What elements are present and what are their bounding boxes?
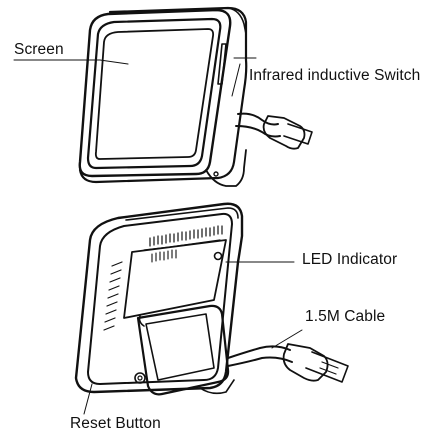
back-outer-body (74, 202, 244, 394)
kickstand (136, 304, 230, 396)
reset-button-label: Reset Button (70, 415, 161, 432)
kickstand-inner (145, 313, 215, 381)
cable-leader-line (271, 329, 303, 349)
reset-leader-line (83, 383, 93, 415)
vent-grille-second (151, 249, 177, 263)
reset-button-inner (137, 375, 143, 381)
front-small-dot (213, 171, 219, 177)
front-cable (237, 112, 279, 126)
screen-area (94, 28, 215, 160)
back-inner-rim (87, 212, 233, 385)
front-body-side-edge (227, 7, 247, 35)
infrared-switch-label: Infrared inductive Switch (249, 67, 421, 84)
cable-label: 1.5M Cable (305, 308, 386, 325)
front-outer-bezel (78, 8, 232, 178)
device-front-view (78, 6, 313, 187)
vent-grille-left (103, 261, 123, 331)
led-indicator-dot (213, 251, 223, 261)
vent-grille-top (143, 225, 223, 251)
infrared-leader-line (231, 63, 241, 97)
back-usb-plug (282, 343, 329, 382)
front-usb-plug (262, 115, 306, 150)
back-cable-lower (227, 356, 293, 367)
back-usb-head (305, 351, 349, 383)
reset-button-hole (134, 372, 146, 384)
screen-leader-line (99, 59, 129, 65)
front-usb-head (283, 123, 313, 145)
front-cable-lower (235, 125, 281, 138)
back-top-edge (125, 207, 239, 221)
front-inner-bezel (86, 17, 222, 170)
front-body-back-shell (78, 6, 248, 184)
screen-label: Screen (14, 41, 64, 58)
front-bottom-corner (205, 149, 247, 187)
back-foot (199, 379, 235, 395)
back-usb-slot (319, 361, 339, 375)
back-recess-panel (123, 239, 227, 319)
led-indicator-label: LED Indicator (302, 251, 398, 268)
back-cable (227, 345, 291, 359)
device-back-view (74, 202, 349, 396)
kickstand-hinge (138, 315, 145, 327)
infrared-switch-slot (217, 43, 227, 85)
